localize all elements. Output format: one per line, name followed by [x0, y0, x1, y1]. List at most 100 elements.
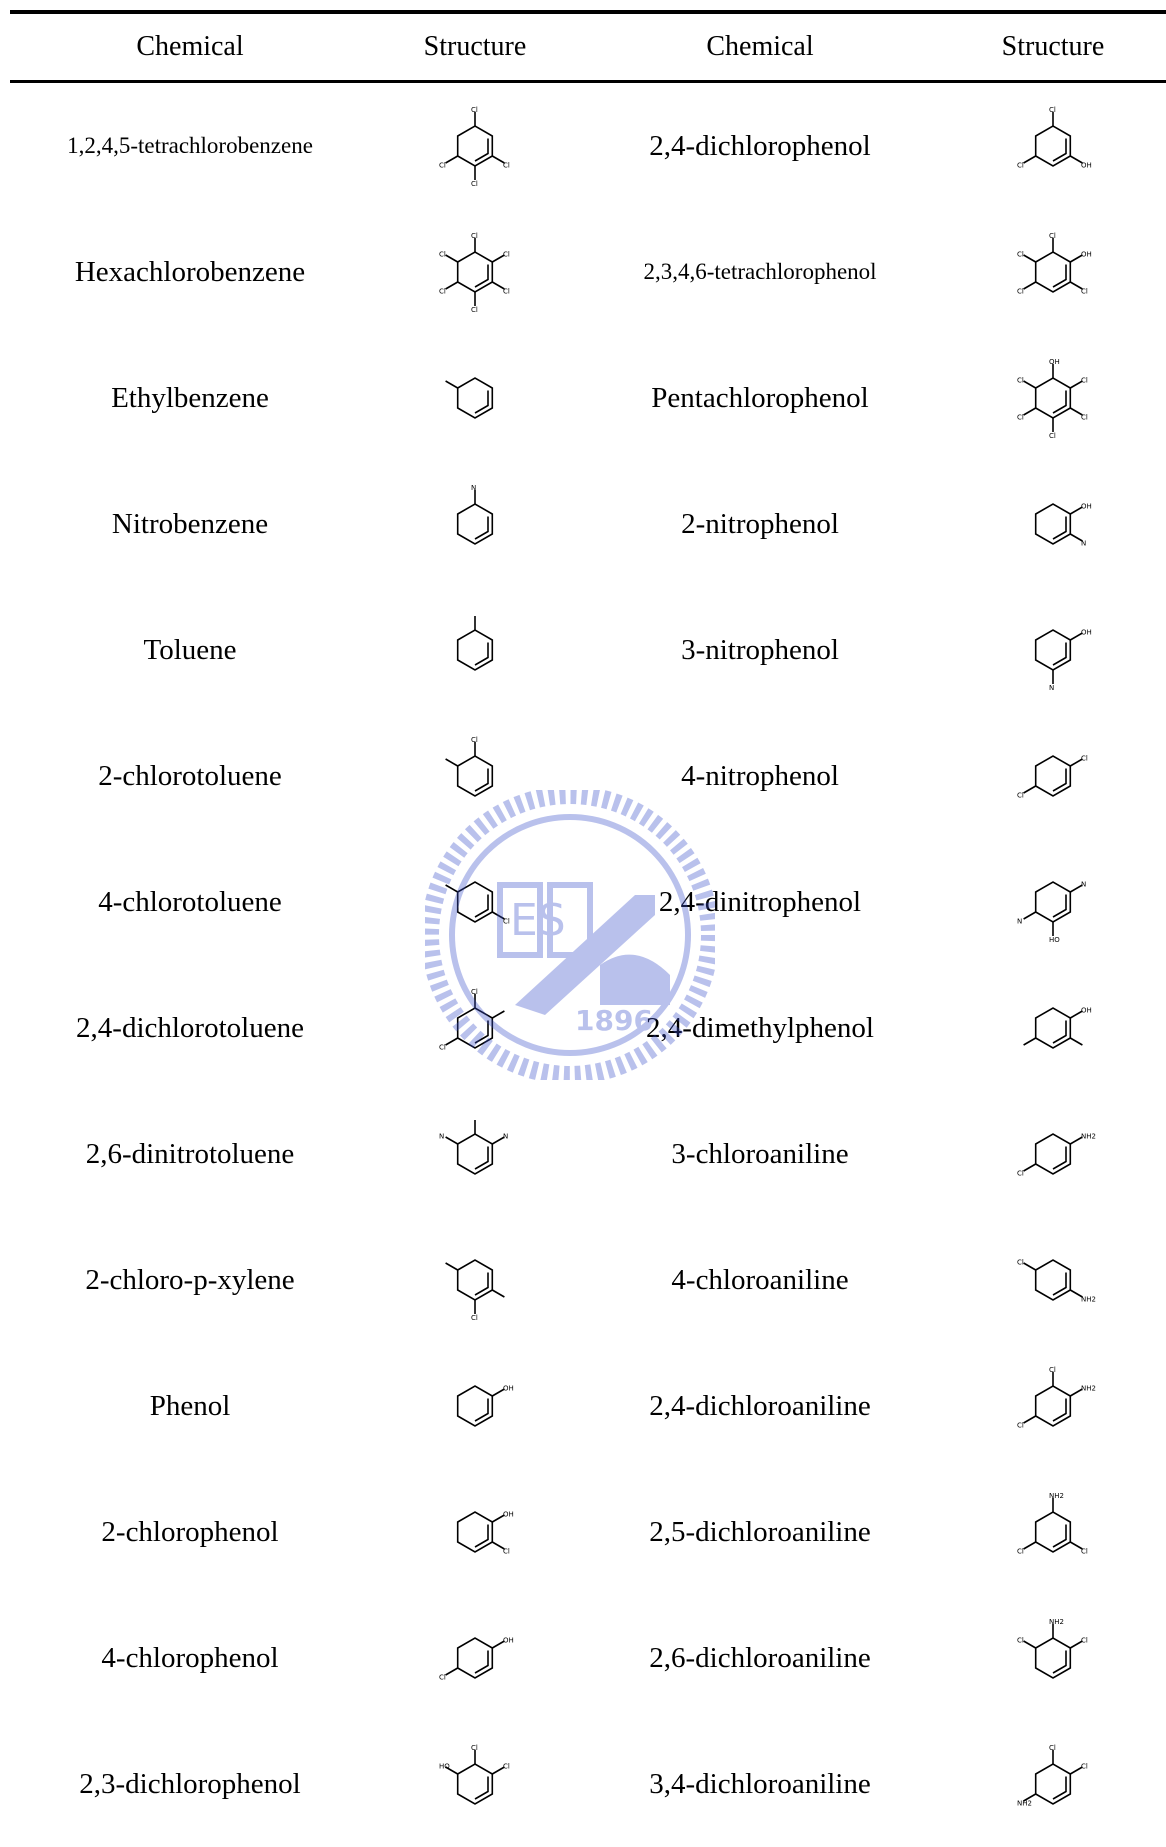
chemical-name-right: 2,4-dichloroaniline: [649, 1389, 871, 1422]
substituent-bond: [1023, 1640, 1037, 1649]
atom-label: Cl: [1017, 288, 1024, 296]
aromatic-bond: [474, 390, 489, 414]
atom-label: OH: [1081, 503, 1092, 511]
table-header-rule: [10, 80, 1166, 83]
atom-label: Cl: [1017, 162, 1024, 170]
benzene-ring: [456, 1133, 494, 1175]
chemical-name-right: 2,5-dichloroaniline: [649, 1515, 871, 1548]
atom-label: OH: [503, 1637, 514, 1645]
substituent-bond: [445, 1037, 459, 1046]
substituent-bond: [1069, 1289, 1083, 1298]
atom-label: Cl: [439, 1674, 446, 1682]
substituent-bond: [1069, 254, 1083, 263]
structure-diagram-left: N: [456, 484, 494, 545]
chemical-name-left: Toluene: [143, 633, 237, 666]
chemical-name-left: 2,3-dichlorophenol: [79, 1767, 301, 1800]
atom-label: N: [1081, 881, 1086, 889]
atom-label: N: [439, 1133, 444, 1141]
substituent-bond: [445, 1262, 459, 1271]
atom-label: Cl: [1049, 232, 1056, 240]
header-chemical-2: Chemical: [706, 31, 814, 62]
atom-label: Cl: [503, 162, 510, 170]
substituent-bond: [1023, 1793, 1037, 1802]
substituent-bond: [1069, 281, 1083, 290]
benzene-ring: [456, 629, 494, 671]
structure-diagram-left: [456, 616, 494, 671]
atom-label: Cl: [1081, 1548, 1088, 1556]
atom-label: Cl: [471, 106, 478, 114]
chemical-name-right: 4-chloroaniline: [671, 1263, 849, 1296]
substituent-bond: [491, 281, 505, 290]
chemical-name-left: 2-chlorotoluene: [98, 759, 282, 792]
aromatic-bond: [474, 1398, 489, 1422]
aromatic-bond: [474, 138, 489, 162]
atom-label: Cl: [1017, 792, 1024, 800]
aromatic-bond: [474, 1524, 489, 1548]
aromatic-bond: [1052, 516, 1067, 540]
benzene-ring: [456, 1763, 494, 1805]
substituent-bond: [1069, 407, 1083, 416]
benzene-ring: [456, 251, 494, 293]
aromatic-bond: [474, 1146, 489, 1170]
substituent-bond: [445, 155, 459, 164]
structure-left: N: [370, 461, 580, 587]
substituent-bond: [1023, 281, 1037, 290]
substituent-bond: [491, 1388, 505, 1397]
substituent-bond: [491, 1136, 505, 1145]
atom-label: OH: [1081, 162, 1092, 170]
chemical-name-right: 3-nitrophenol: [681, 633, 839, 666]
substituent-bond: [1069, 1766, 1083, 1775]
benzene-ring: [1034, 377, 1072, 419]
substituent-bond: [1069, 758, 1083, 767]
atom-label: Cl: [471, 988, 478, 996]
chemical-name-right: 2-nitrophenol: [681, 507, 839, 540]
substituent-bond: [445, 1766, 459, 1775]
benzene-ring: [1034, 1637, 1072, 1679]
substituent-bond: [445, 1667, 459, 1676]
benzene-ring: [1034, 125, 1072, 167]
atom-label: N: [503, 1133, 508, 1141]
chemical-name-left: 1,2,4,5-tetrachlorobenzene: [67, 133, 313, 158]
substituent-bond: [1069, 155, 1083, 164]
aromatic-bond: [474, 894, 489, 918]
aromatic-bond: [1052, 264, 1067, 288]
atom-label: Cl: [1049, 1366, 1056, 1374]
structure-left: [370, 335, 580, 461]
substituent-bond: [491, 254, 505, 263]
aromatic-bond: [1052, 1524, 1067, 1548]
substituent-bond: [1023, 1262, 1037, 1271]
structure-diagram-right: OHN: [1034, 503, 1092, 548]
atom-label: HO: [439, 1763, 450, 1771]
atom-label: NH2: [1017, 1800, 1032, 1808]
aromatic-bond: [1052, 1020, 1067, 1044]
chemical-name-left: 4-chlorotoluene: [98, 885, 282, 918]
substituent-bond: [491, 1010, 505, 1019]
atom-label: Cl: [471, 1314, 478, 1322]
atom-label: Cl: [1049, 106, 1056, 114]
header-structure-1: Structure: [423, 31, 527, 62]
structure-diagram-left: Cl: [445, 881, 510, 926]
atom-label: Cl: [439, 162, 446, 170]
substituent-bond: [1023, 1541, 1037, 1550]
benzene-ring: [1034, 629, 1072, 671]
aromatic-bond: [1052, 1272, 1067, 1296]
atom-label: Cl: [1017, 377, 1024, 385]
